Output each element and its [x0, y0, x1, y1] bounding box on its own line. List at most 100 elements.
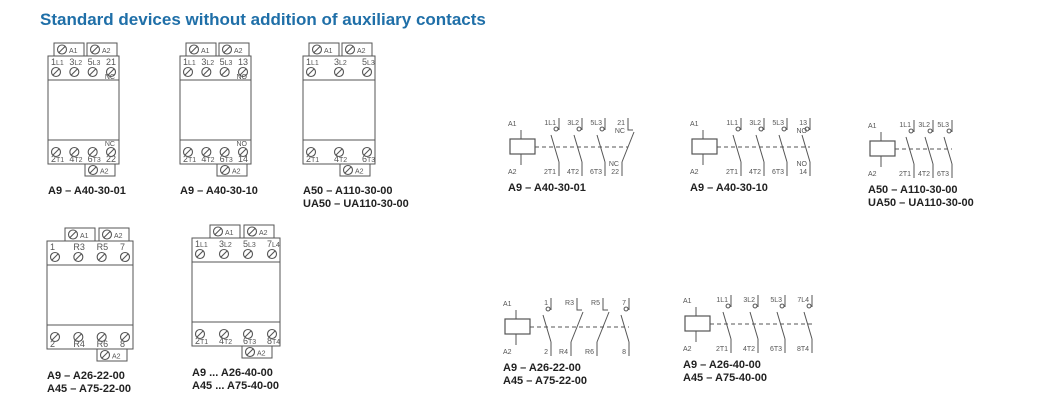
screw-terminal-icon	[87, 66, 98, 78]
coil-terminal-tab	[339, 163, 371, 177]
screw-slot	[121, 333, 129, 341]
terminal-sub-label: L2	[206, 60, 214, 67]
model-caption: A9 – A40-30-10	[180, 185, 258, 197]
screw-terminal-icon	[96, 331, 107, 343]
terminal-sub-label: T2	[74, 157, 82, 164]
contact-type-label: NO	[237, 74, 248, 81]
screw-circle	[305, 146, 317, 158]
screw-slot	[268, 250, 276, 258]
terminal-label: R3	[73, 242, 85, 252]
screw-slot	[244, 330, 252, 338]
model-caption: A45 ... A75-40-00	[192, 380, 279, 392]
screw-terminal-icon	[119, 251, 131, 263]
screw-terminal-icon	[101, 229, 113, 240]
terminal-sub-label: T1	[56, 157, 64, 164]
screw-circle	[87, 146, 98, 158]
arc-chute	[735, 126, 741, 132]
screw-terminal-icon	[266, 248, 278, 260]
contact-terminal-label: 3L2	[749, 120, 761, 127]
screw-circle	[194, 248, 206, 260]
arc-chute	[806, 303, 812, 309]
screw-slot	[246, 348, 254, 356]
screw-slot	[221, 68, 229, 76]
contact-terminal-label: 2T1	[726, 169, 738, 176]
contact-blade	[924, 136, 934, 165]
coil-terminal-label: A2	[508, 169, 517, 176]
screw-terminal-icon	[237, 66, 249, 78]
terminal-label: 7	[267, 239, 272, 249]
screw-circle	[333, 146, 345, 158]
screw-circle	[105, 66, 117, 78]
terminal-label: 6	[88, 154, 93, 164]
screw-slot	[69, 231, 77, 238]
screw-slot	[51, 333, 59, 341]
model-caption: A45 – A75-22-00	[47, 383, 131, 395]
terminal-label: 13	[238, 57, 248, 67]
screw-circle	[237, 146, 249, 158]
contact-blade	[905, 136, 915, 165]
model-caption: UA50 – UA110-30-00	[868, 197, 974, 209]
screw-slot	[239, 148, 247, 156]
terminal-label: R5	[97, 242, 109, 252]
coil-icon	[504, 318, 531, 335]
terminal-sub-label: T2	[206, 157, 214, 164]
contact-terminal-label: 2	[544, 349, 548, 356]
contact-terminal-label: 22	[611, 169, 619, 176]
screw-slot	[221, 166, 229, 174]
screw-terminal-icon	[73, 331, 84, 343]
screw-circle	[311, 44, 323, 55]
terminal-label: 2	[306, 154, 311, 164]
contact-terminal-label: 21	[617, 120, 625, 127]
terminal-label: 14	[238, 154, 248, 164]
no-contact-icon: 5L3 6T3	[590, 118, 606, 176]
arc-chute	[576, 126, 582, 132]
screw-slot	[98, 333, 106, 341]
terminal-label: 1	[183, 57, 188, 67]
coil-terminal-label: A1	[683, 298, 692, 305]
contact-blade	[570, 311, 584, 343]
coil-terminal-label: A1	[868, 123, 877, 130]
contact-terminal-label: 5L3	[590, 120, 602, 127]
screw-slot	[202, 68, 210, 76]
contact-terminal-label: R3	[565, 300, 574, 307]
screw-circle	[96, 331, 107, 343]
terminal-label: 6	[243, 336, 248, 346]
screw-slot	[107, 68, 115, 76]
tab-label: A2	[234, 48, 243, 55]
contact-blade	[803, 311, 813, 340]
contact-blade	[621, 131, 635, 163]
screw-terminal-icon	[182, 146, 194, 158]
coil-icon	[684, 315, 711, 332]
screw-circle	[101, 229, 113, 240]
terminal-sub-label: L1	[200, 242, 208, 249]
screw-circle	[219, 66, 230, 78]
screw-circle	[49, 251, 61, 263]
screw-circle	[242, 328, 254, 340]
screw-slot	[190, 46, 198, 53]
model-caption: A45 – A75-40-00	[683, 372, 767, 384]
arc-chute	[927, 128, 933, 134]
contact-type-label: NC	[105, 74, 115, 81]
screw-slot	[52, 148, 60, 156]
terminal-label: R6	[97, 339, 109, 349]
screw-circle	[50, 146, 62, 158]
arc-chute	[725, 303, 731, 309]
contact-blade	[778, 134, 788, 163]
screw-terminal-icon	[99, 349, 111, 361]
contact-terminal-label: 6T3	[590, 169, 602, 176]
screw-terminal-icon	[218, 248, 230, 260]
screw-terminal-icon	[96, 251, 107, 263]
screw-circle	[182, 146, 194, 158]
screw-circle	[69, 146, 80, 158]
terminal-sub-label: L1	[188, 60, 196, 67]
screw-terminal-icon	[361, 146, 373, 158]
contact-blade	[943, 136, 953, 165]
